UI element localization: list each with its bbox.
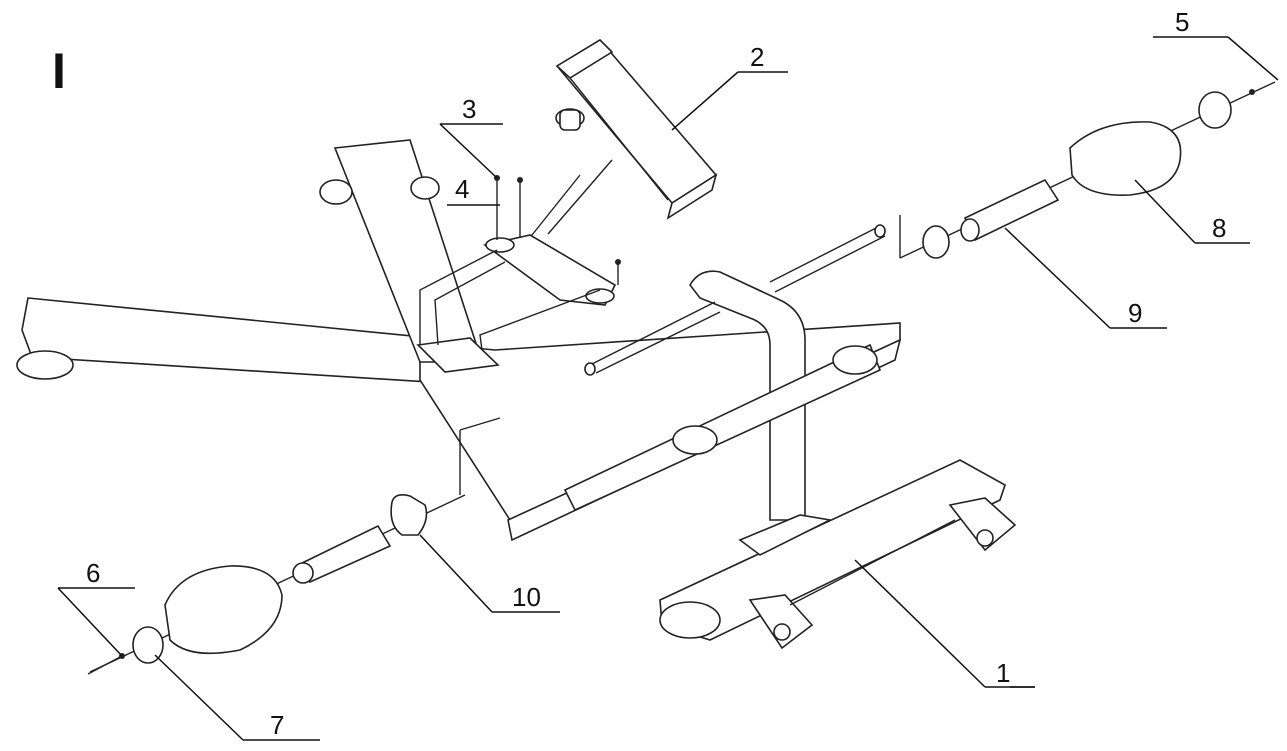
right-roller-assembly (899, 81, 1276, 259)
part-2-upright-post (519, 38, 718, 251)
callout-2: 2 (750, 42, 764, 72)
leader-lines (57, 36, 1279, 741)
cross-rods (563, 224, 886, 512)
callout-7: 7 (270, 710, 284, 740)
callout-5: 5 (1175, 7, 1189, 37)
backrest-upright (319, 139, 484, 363)
part-1-base-frame (659, 270, 1017, 650)
step-label: I (52, 43, 66, 99)
callout-4: 4 (455, 174, 469, 204)
callout-8: 8 (1212, 213, 1226, 243)
left-roller-assembly (87, 417, 501, 675)
callout-1: 1 (996, 658, 1010, 688)
callout-10: 10 (512, 582, 541, 612)
callout-6: 6 (86, 558, 100, 588)
callout-3: 3 (462, 94, 476, 124)
mounting-bracket (416, 234, 617, 373)
callout-9: 9 (1128, 298, 1142, 328)
